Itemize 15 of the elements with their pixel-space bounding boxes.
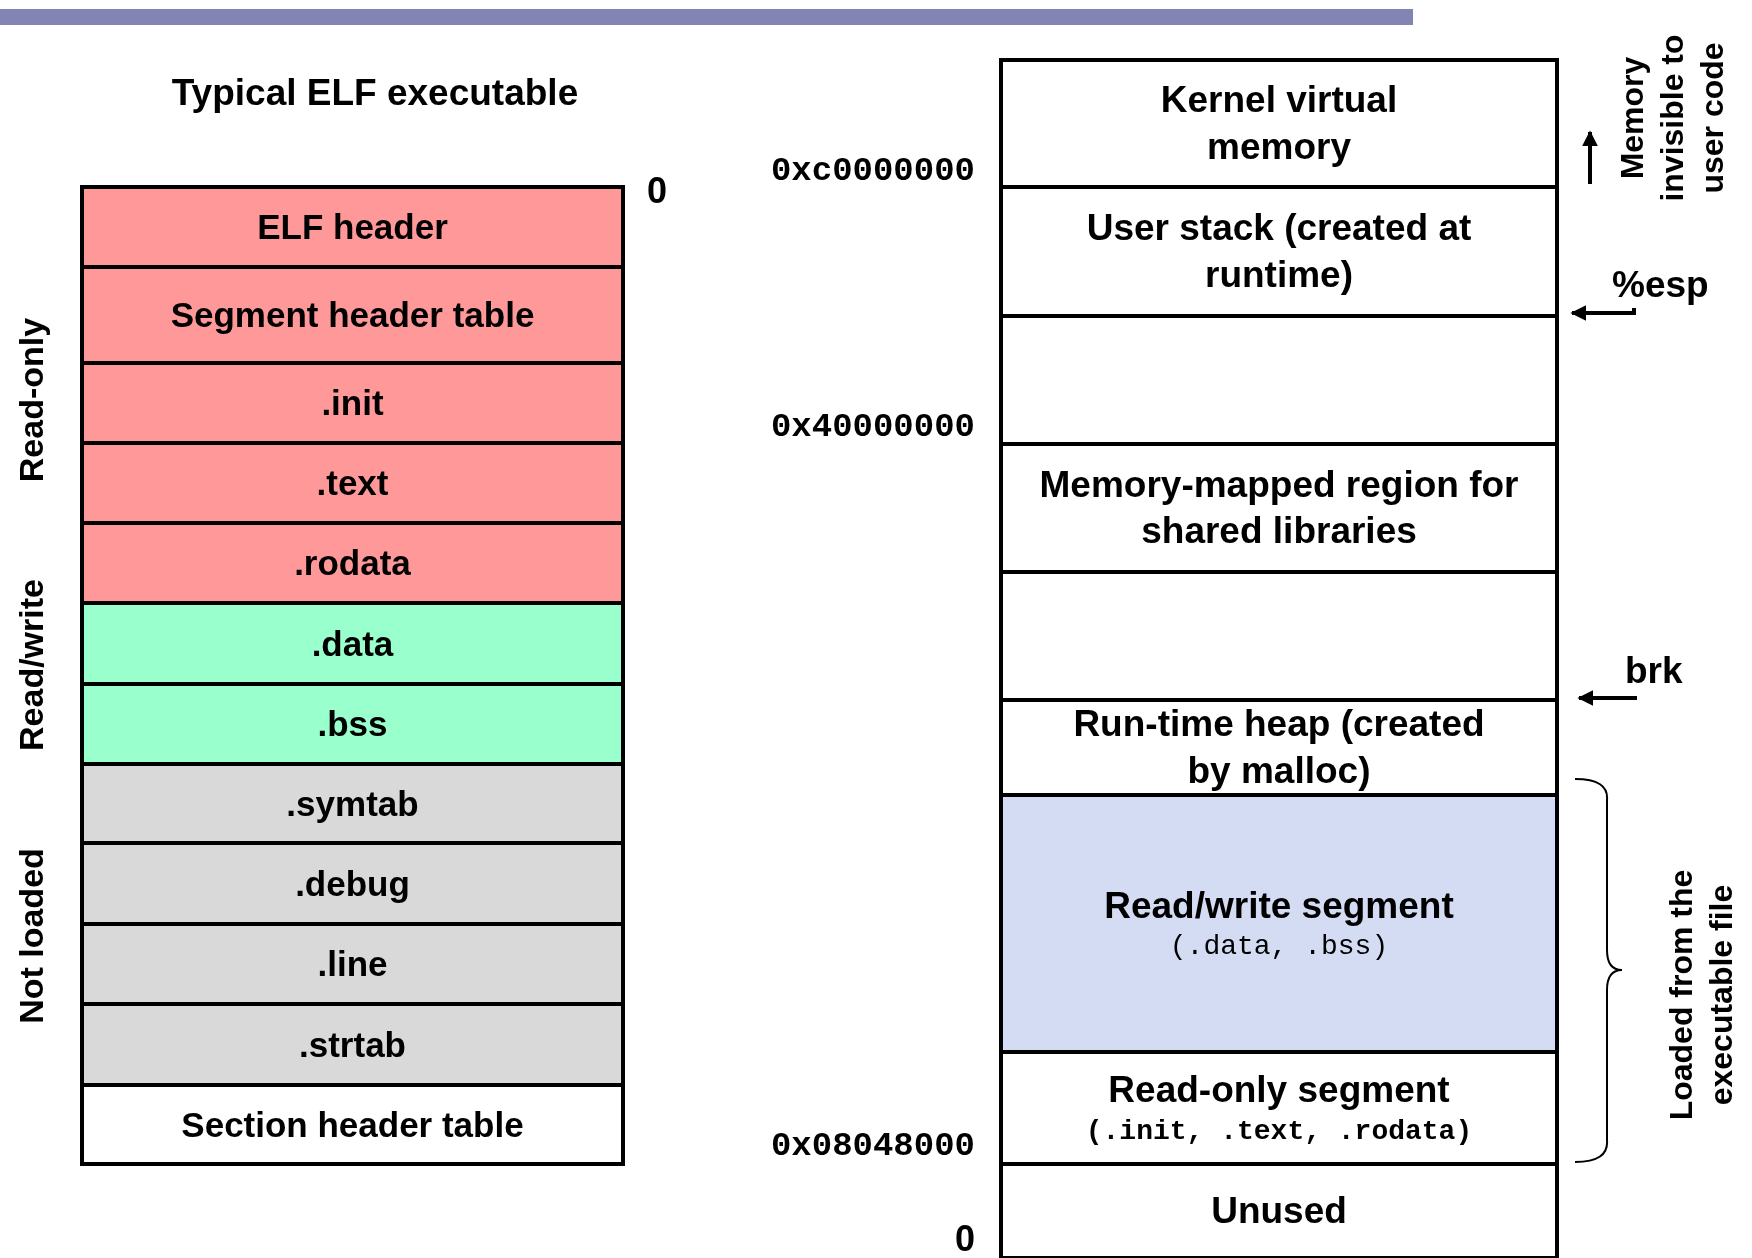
text-label: 0	[954, 1217, 976, 1256]
side-label: Memory invisible to user code	[1613, 33, 1731, 204]
side-label: Not loaded	[10, 847, 51, 1026]
side-label: Loaded from the executable file	[1661, 868, 1739, 1123]
pointer-label: %esp	[1612, 262, 1712, 308]
text-label: Typical ELF executable	[170, 71, 580, 115]
text-label: 0	[646, 169, 668, 210]
pointer-label: brk	[1625, 648, 1703, 698]
side-label: Read/write	[10, 578, 51, 753]
pointer-arrow	[1577, 690, 1637, 706]
address-label: 0x08048000	[769, 1126, 975, 1165]
side-label: Read-only	[10, 316, 51, 485]
pointer-arrow	[1570, 305, 1636, 321]
address-label: 0xc0000000	[769, 151, 975, 190]
address-label: 0x40000000	[769, 407, 975, 446]
